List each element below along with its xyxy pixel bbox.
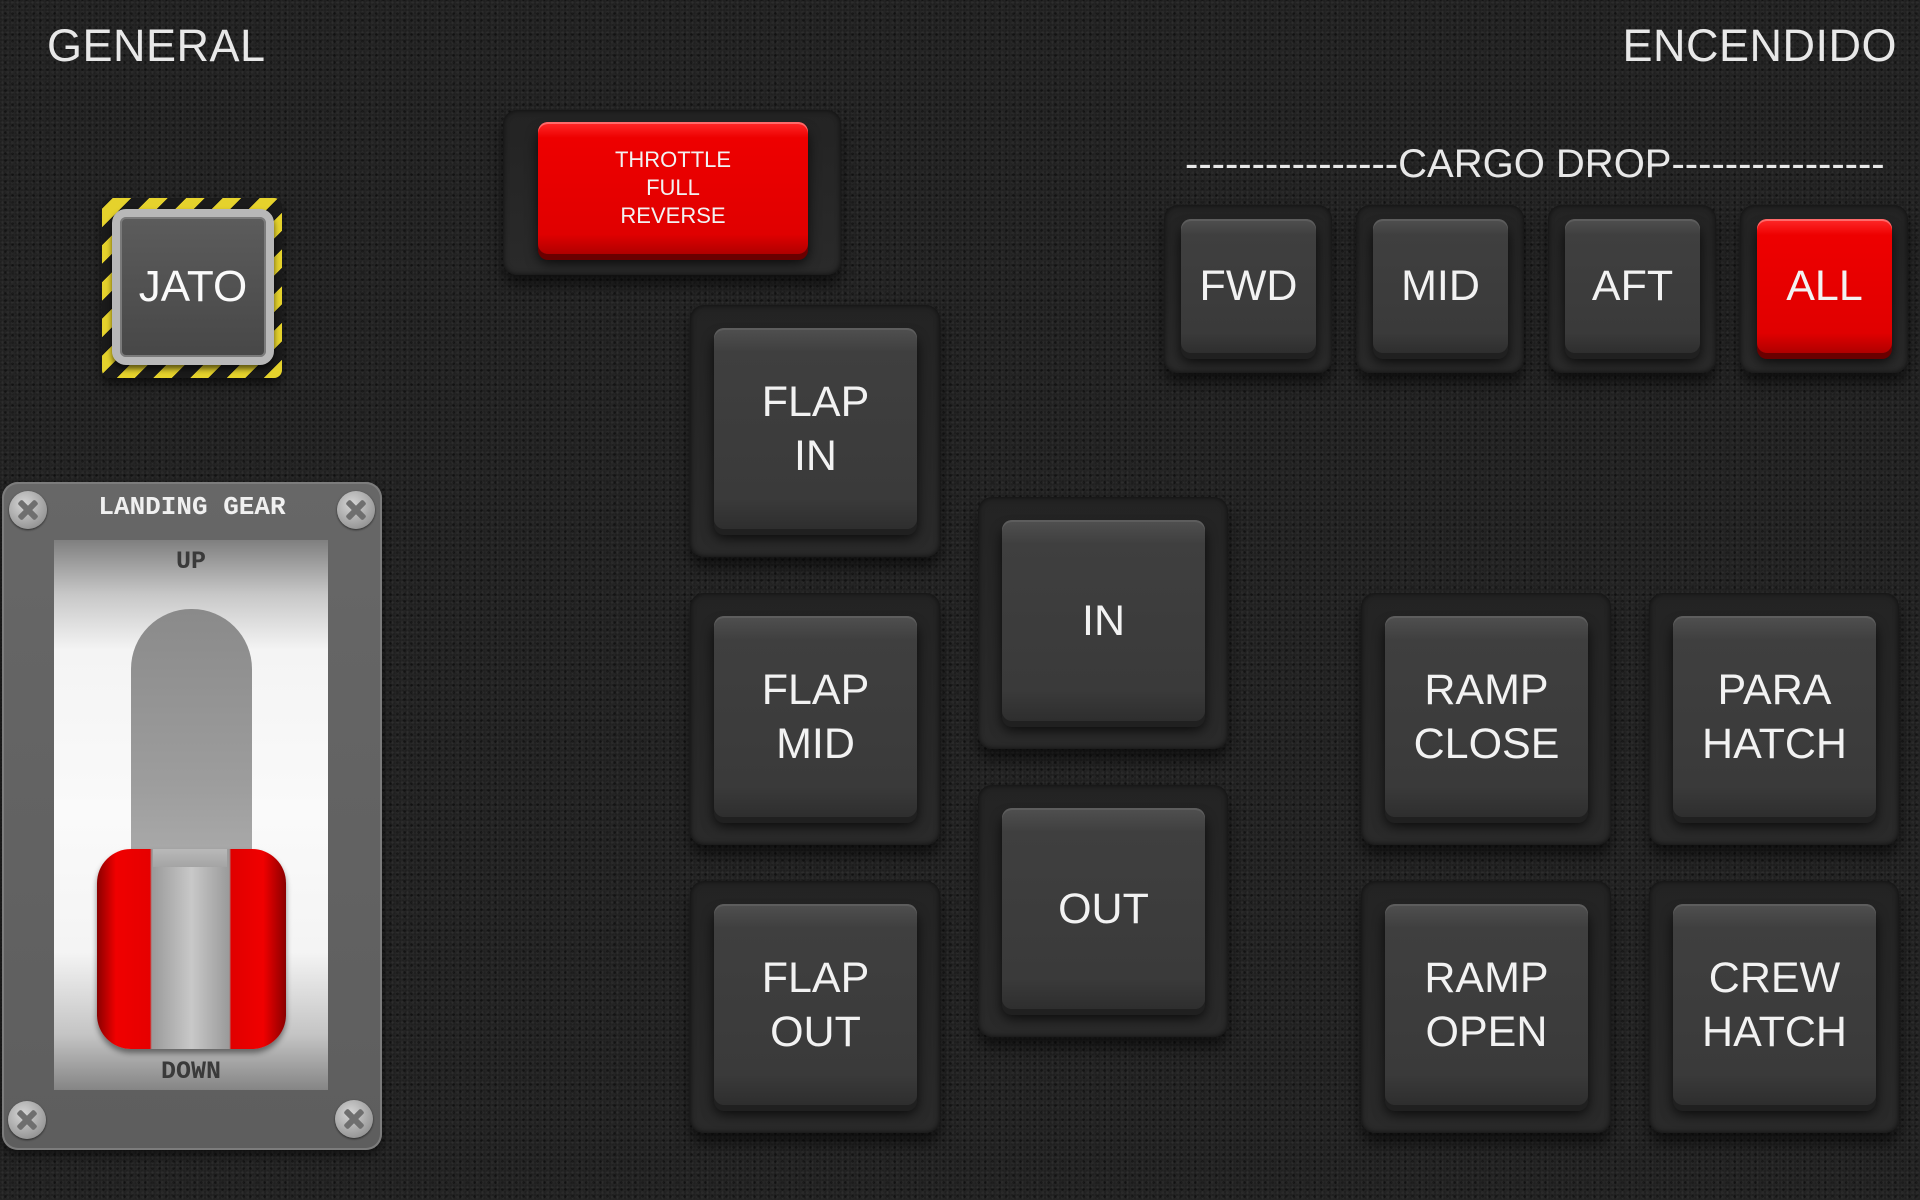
para-hatch-button[interactable]: PARA HATCH: [1673, 616, 1876, 817]
throttle-full-reverse-button[interactable]: THROTTLE FULL REVERSE: [538, 122, 808, 254]
cargo-fwd-button[interactable]: FWD: [1181, 219, 1316, 353]
landing-gear-down-label: DOWN: [160, 1057, 221, 1086]
cargo-mid-button[interactable]: MID: [1373, 219, 1508, 353]
landing-gear-lever[interactable]: [97, 849, 286, 1049]
flap-out-button[interactable]: FLAP OUT: [714, 904, 917, 1105]
ramp-close-button[interactable]: RAMP CLOSE: [1385, 616, 1588, 817]
out-button[interactable]: OUT: [1002, 808, 1205, 1009]
crew-hatch-button[interactable]: CREW HATCH: [1673, 904, 1876, 1105]
landing-gear-up-label: UP: [175, 547, 206, 576]
screw-icon: [335, 1100, 373, 1138]
cargo-drop-label: ----------------CARGO DROP--------------…: [1185, 142, 1885, 186]
jato-button[interactable]: JATO: [112, 209, 274, 365]
screw-icon: [8, 1101, 46, 1139]
cargo-all-button[interactable]: ALL: [1757, 219, 1892, 353]
landing-gear-title: LANDING GEAR: [98, 492, 286, 522]
status-encendido: ENCENDIDO: [1622, 20, 1897, 71]
screw-icon: [337, 491, 375, 529]
cargo-aft-button[interactable]: AFT: [1565, 219, 1700, 353]
flap-in-button[interactable]: FLAP IN: [714, 328, 917, 529]
ramp-open-button[interactable]: RAMP OPEN: [1385, 904, 1588, 1105]
screw-icon: [9, 491, 47, 529]
flap-mid-button[interactable]: FLAP MID: [714, 616, 917, 817]
in-button[interactable]: IN: [1002, 520, 1205, 721]
page-title-general: GENERAL: [47, 20, 266, 71]
